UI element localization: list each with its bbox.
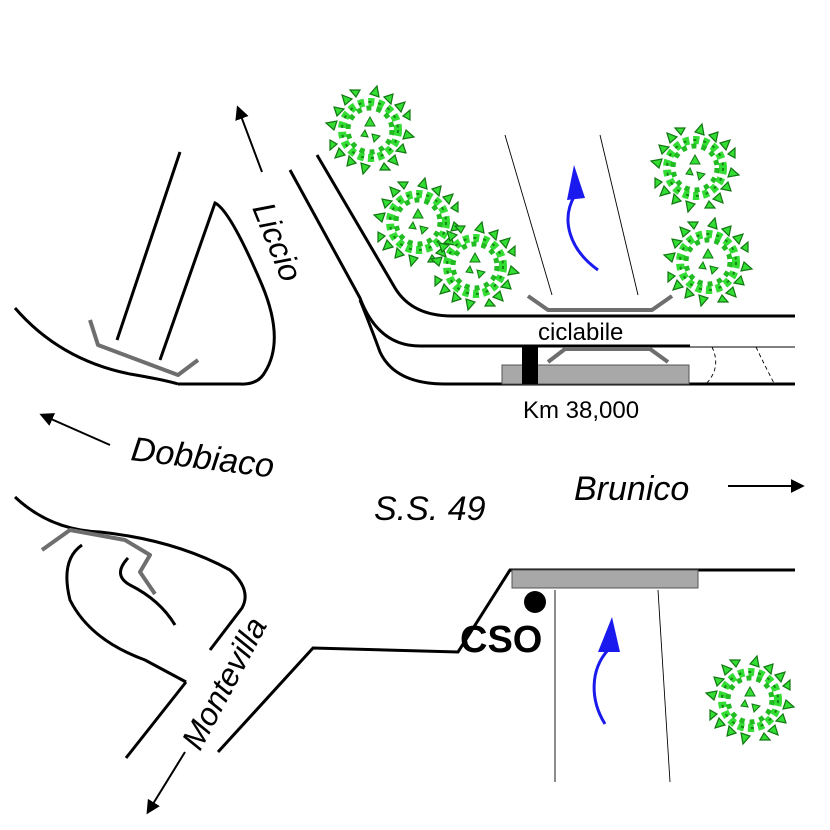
label-brunico: Brunico xyxy=(574,470,689,508)
label-cso: CSO xyxy=(460,619,542,661)
label-road: S.S. 49 xyxy=(374,490,486,528)
liccio-road xyxy=(13,151,276,386)
tree-icon xyxy=(326,86,414,174)
main-road xyxy=(288,154,795,386)
km-marker-post xyxy=(522,346,538,384)
direction-arrow-icon xyxy=(146,751,186,815)
tree-icon xyxy=(706,656,794,744)
south-channel xyxy=(554,589,671,783)
guardrail-southwest xyxy=(40,528,157,596)
water-flow-arrow-icon xyxy=(592,617,620,725)
montevilla-road xyxy=(13,495,795,759)
dashed-curves xyxy=(704,346,776,386)
south-platform xyxy=(511,569,699,589)
north-channel xyxy=(504,134,639,296)
label-dobbiaco: Dobbiaco xyxy=(129,430,276,485)
label-liccio: Liccio xyxy=(246,197,310,286)
direction-arrow-icon xyxy=(235,105,263,173)
tree-icon xyxy=(651,124,739,212)
label-cycle-path: ciclabile xyxy=(538,319,623,346)
platform xyxy=(501,364,690,385)
direction-arrow-icon xyxy=(39,413,111,446)
cso-point-icon xyxy=(524,591,546,613)
water-flow-arrow-icon xyxy=(566,165,599,272)
guardrail-north xyxy=(526,294,674,364)
tree-icon xyxy=(664,218,752,306)
guardrail-west xyxy=(88,319,200,377)
label-km-marker: Km 38,000 xyxy=(523,397,639,424)
